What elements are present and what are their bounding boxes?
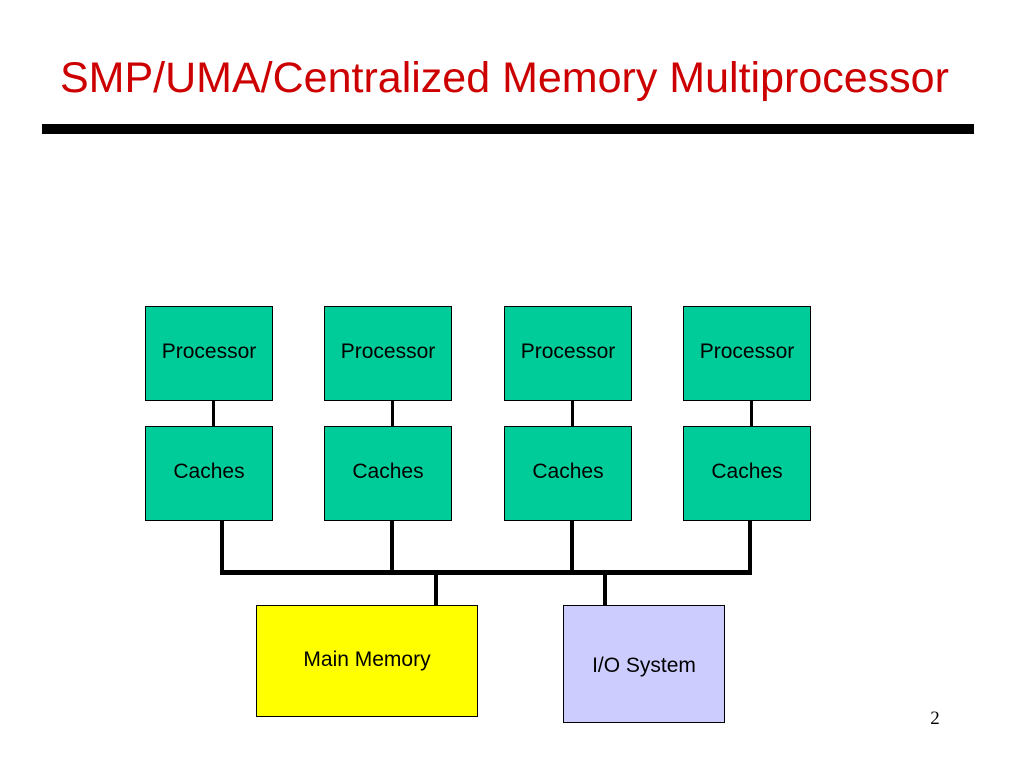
io-system-box: I/O System — [563, 605, 725, 723]
cache-label: Caches — [711, 459, 783, 483]
slide-title: SMP/UMA/Centralized Memory Multiprocesso… — [60, 54, 949, 102]
processor-box: Processor — [504, 306, 632, 401]
io-system-label: I/O System — [592, 654, 696, 677]
cache-box: Caches — [145, 426, 273, 521]
processor-box: Processor — [145, 306, 273, 401]
bus-io-link — [603, 573, 607, 605]
processor-cache-link — [750, 401, 753, 426]
cache-label: Caches — [532, 459, 604, 483]
bus-memory-link — [434, 573, 438, 605]
cache-label: Caches — [352, 459, 424, 483]
cache-bus-link — [748, 521, 752, 573]
processor-box: Processor — [683, 306, 811, 401]
page-number: 2 — [930, 708, 940, 729]
processor-label: Processor — [699, 340, 795, 363]
main-memory-label: Main Memory — [303, 647, 431, 671]
cache-bus-link — [570, 521, 574, 573]
main-memory-box: Main Memory — [256, 605, 478, 717]
cache-bus-link — [220, 521, 224, 573]
shared-bus — [220, 570, 752, 575]
processor-box: Processor — [324, 306, 452, 401]
processor-cache-link — [212, 401, 215, 426]
processor-label: Processor — [161, 340, 257, 363]
cache-bus-link — [390, 521, 394, 573]
title-underline — [42, 124, 974, 134]
cache-label: Caches — [173, 459, 245, 483]
processor-cache-link — [571, 401, 574, 426]
processor-cache-link — [391, 401, 394, 426]
processor-label: Processor — [340, 340, 436, 363]
cache-box: Caches — [504, 426, 632, 521]
cache-box: Caches — [683, 426, 811, 521]
processor-label: Processor — [520, 340, 616, 363]
cache-box: Caches — [324, 426, 452, 521]
